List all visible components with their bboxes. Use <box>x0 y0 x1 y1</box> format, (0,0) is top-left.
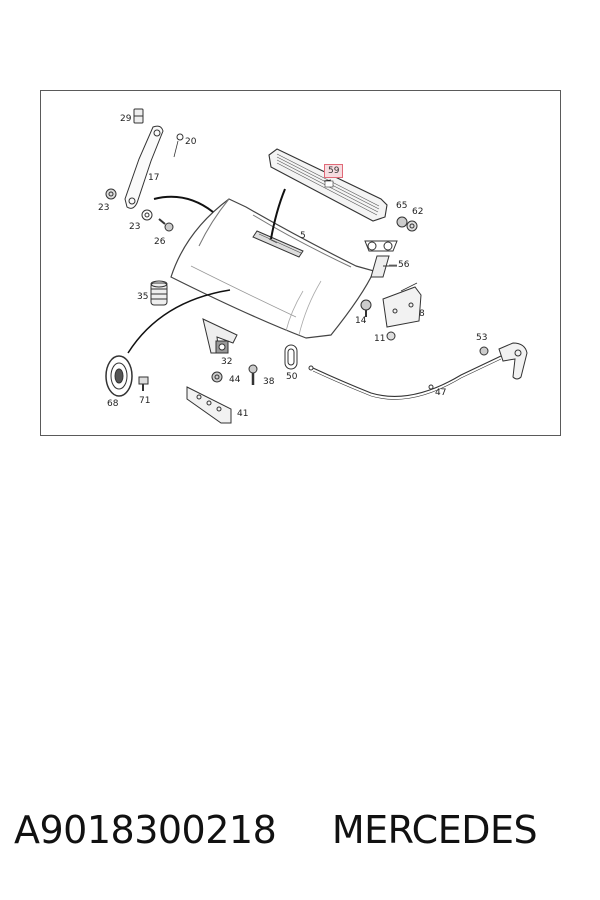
callout-71: 71 <box>139 396 151 406</box>
screw-part-71 <box>138 376 149 391</box>
callout-65: 65 <box>396 201 408 211</box>
emblem-part-68 <box>105 355 133 397</box>
brand-name: MERCEDES <box>331 808 538 852</box>
callout-23-lower: 23 <box>129 222 141 232</box>
washer-part-23-lower <box>141 209 153 221</box>
part-number-line: A9018300218 MERCEDES <box>14 808 594 858</box>
callout-5: 5 <box>300 231 306 241</box>
parts-diagram: 29 20 17 23 23 26 5 59 65 62 56 35 14 8 … <box>40 90 561 436</box>
hood-panel <box>170 198 375 339</box>
callout-62: 62 <box>412 207 424 217</box>
callout-17: 17 <box>148 173 160 183</box>
lock-bracket-part-32 <box>202 318 238 354</box>
bolt-part-38 <box>248 364 258 385</box>
callout-14: 14 <box>355 316 367 326</box>
pin-part-20 <box>173 133 184 158</box>
callout-68: 68 <box>107 399 119 409</box>
callout-50: 50 <box>286 372 298 382</box>
leader-lines <box>127 179 332 354</box>
callout-47: 47 <box>435 388 447 398</box>
callout-41: 41 <box>237 409 249 419</box>
diagram-drawing <box>105 108 528 424</box>
callout-29: 29 <box>120 114 132 124</box>
bolt-part-65 <box>396 216 408 228</box>
callout-38: 38 <box>263 377 275 387</box>
release-cable-part-47 <box>308 355 502 400</box>
bolt-part-44 <box>211 371 223 383</box>
seal-part-56 <box>370 255 397 278</box>
callout-23-upper: 23 <box>98 203 110 213</box>
callout-26: 26 <box>154 237 166 247</box>
callout-11: 11 <box>374 334 386 344</box>
nut-part-11 <box>386 331 396 341</box>
callout-32: 32 <box>221 357 233 367</box>
nut-part-62 <box>406 220 418 232</box>
callout-35: 35 <box>137 292 149 302</box>
callout-59-highlighted[interactable]: 59 <box>324 164 344 178</box>
hinge-part-8 <box>382 282 422 328</box>
release-handle-part-53 <box>479 342 528 380</box>
callout-20: 20 <box>185 137 197 147</box>
nut-part-23-upper <box>105 188 117 200</box>
callout-44: 44 <box>229 375 241 385</box>
callout-8: 8 <box>419 309 425 319</box>
bump-stop-part-35 <box>150 280 168 306</box>
cowl-grille-part-59 <box>268 148 388 222</box>
part-number: A9018300218 <box>14 808 277 852</box>
bolt-part-26 <box>158 218 174 232</box>
hood-stay-rod-part-17 <box>124 125 164 209</box>
buffer-part-50 <box>284 344 298 370</box>
hinge-bracket-upper <box>364 240 398 252</box>
callout-56: 56 <box>398 260 410 270</box>
clip-part-29 <box>133 108 144 124</box>
bolt-part-14 <box>360 299 372 317</box>
catch-plate-part-41 <box>186 386 232 424</box>
callout-53: 53 <box>476 333 488 343</box>
